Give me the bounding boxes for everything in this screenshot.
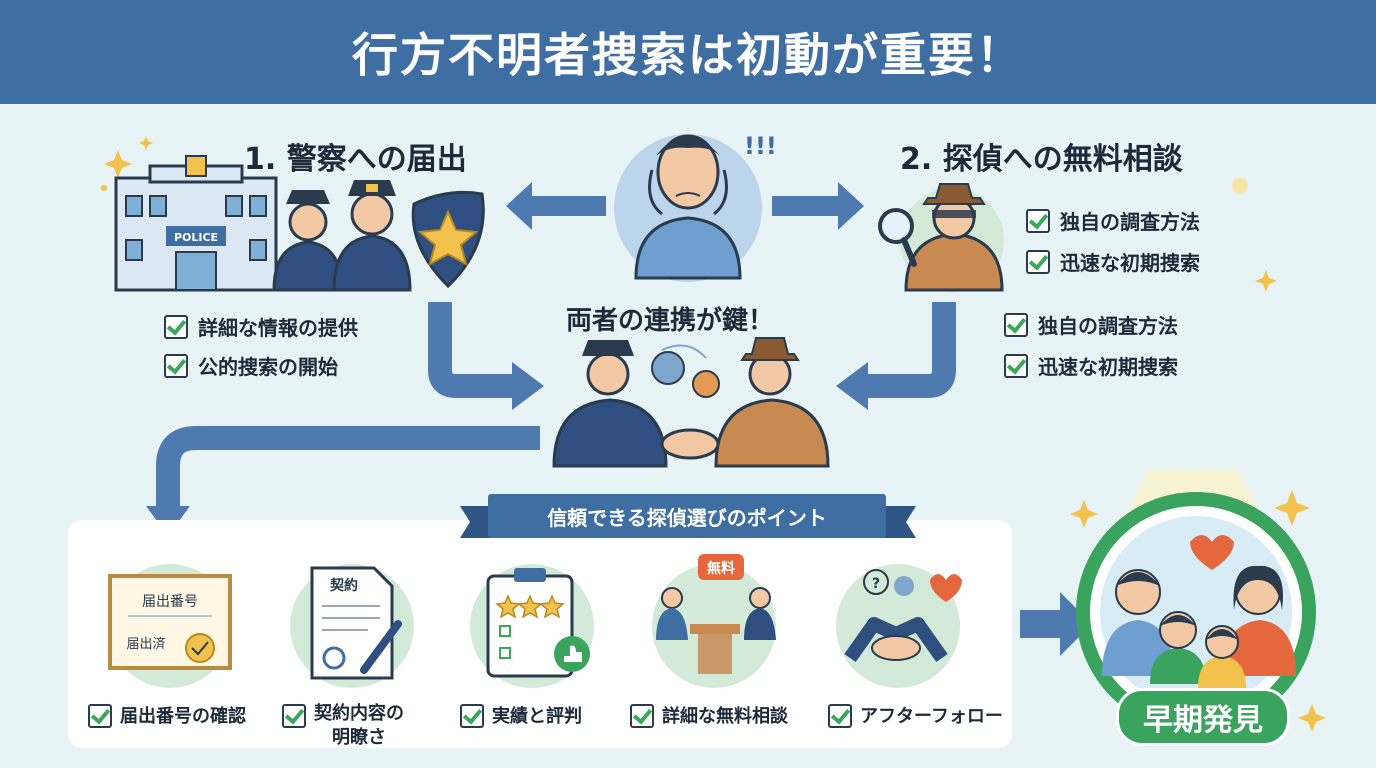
arrow-head: [512, 362, 544, 410]
arrow-to-police: [506, 182, 606, 230]
detective-icon: [878, 183, 1004, 292]
police-checklist: 詳細な情報の提供 公的捜索の開始: [164, 312, 358, 380]
police-shield-icon: [411, 190, 485, 289]
points-ribbon: 信頼できる探偵選びのポイント: [488, 494, 886, 538]
detective-heading: 2. 探偵への無料相談: [900, 142, 1183, 177]
handshake-cooperation-icon: [552, 337, 830, 468]
list-item: 独自の調査方法: [1004, 310, 1178, 339]
certificate-icon: 届出番号 届出済: [108, 564, 232, 688]
svg-text:届出番号: 届出番号: [142, 594, 198, 610]
arrow-to-detective: [772, 182, 864, 230]
sparkle-icon: [1070, 178, 1326, 732]
checkbox-checked-icon: [1026, 208, 1050, 233]
checkbox-checked-icon: [164, 353, 188, 378]
arrow-detective-to-cooperation: [868, 302, 956, 398]
checkbox-checked-icon: [630, 704, 654, 728]
checkbox-checked-icon: [282, 704, 306, 728]
point-track-record: 実績と評判: [460, 702, 582, 728]
header-banner: 行方不明者捜索は初動が重要！: [0, 0, 1376, 104]
detective-checklist-top: 独自の調査方法 迅速な初期捜索: [1026, 206, 1200, 276]
point-free-consultation: 詳細な無料相談: [630, 702, 788, 728]
detective-checklist-bottom: 独自の調査方法 迅速な初期捜索: [1004, 310, 1178, 380]
consultation-icon: 無料: [652, 554, 776, 688]
checkbox-checked-icon: [460, 704, 484, 728]
checkbox-checked-icon: [1004, 312, 1028, 337]
list-item: 独自の調査方法: [1026, 206, 1200, 235]
cooperation-label: 両者の連携が鍵！: [566, 306, 775, 336]
points-icons: 届出番号 届出済 契約 無料: [108, 554, 962, 688]
list-item: 詳細な情報の提供: [164, 312, 358, 341]
list-item: 公的捜索の開始: [164, 351, 358, 380]
point-contract: 契約内容の明瞭さ: [282, 702, 404, 750]
sparkle-icon: [101, 136, 153, 191]
arrow-head: [836, 362, 868, 410]
rating-clipboard-icon: [470, 564, 594, 688]
aftercare-handshake-icon: ?: [836, 564, 962, 688]
svg-text:無料: 無料: [707, 560, 735, 577]
worry-mark: !!!: [744, 132, 777, 160]
svg-text:届出済: 届出済: [126, 636, 165, 652]
police-officers-icon: [272, 180, 412, 292]
worried-person-icon: [614, 134, 762, 282]
arrow-to-points-panel: [156, 426, 540, 510]
checkbox-checked-icon: [1004, 353, 1028, 378]
building-sign: POLICE: [174, 231, 218, 244]
checkbox-checked-icon: [88, 704, 112, 728]
page-title: 行方不明者捜索は初動が重要！: [352, 28, 1024, 82]
list-item: 迅速な初期捜索: [1004, 351, 1178, 380]
point-aftercare: アフターフォロー: [828, 702, 1003, 728]
result-illustration: [1020, 470, 1316, 732]
arrow-police-to-cooperation: [428, 302, 516, 398]
police-building-icon: POLICE: [114, 155, 278, 292]
svg-text:契約: 契約: [329, 577, 358, 594]
list-item: 迅速な初期捜索: [1026, 247, 1200, 276]
svg-text:?: ?: [872, 576, 880, 592]
arrow-to-result: [1020, 592, 1092, 656]
police-heading: 1. 警察への届出: [244, 142, 467, 177]
checkbox-checked-icon: [164, 314, 188, 339]
checkbox-checked-icon: [828, 704, 852, 728]
contract-icon: 契約: [290, 564, 414, 688]
result-badge: 早期発見: [1116, 688, 1290, 746]
point-registration: 届出番号の確認: [88, 702, 246, 728]
family-icon: [1102, 535, 1296, 688]
checkbox-checked-icon: [1026, 249, 1050, 274]
